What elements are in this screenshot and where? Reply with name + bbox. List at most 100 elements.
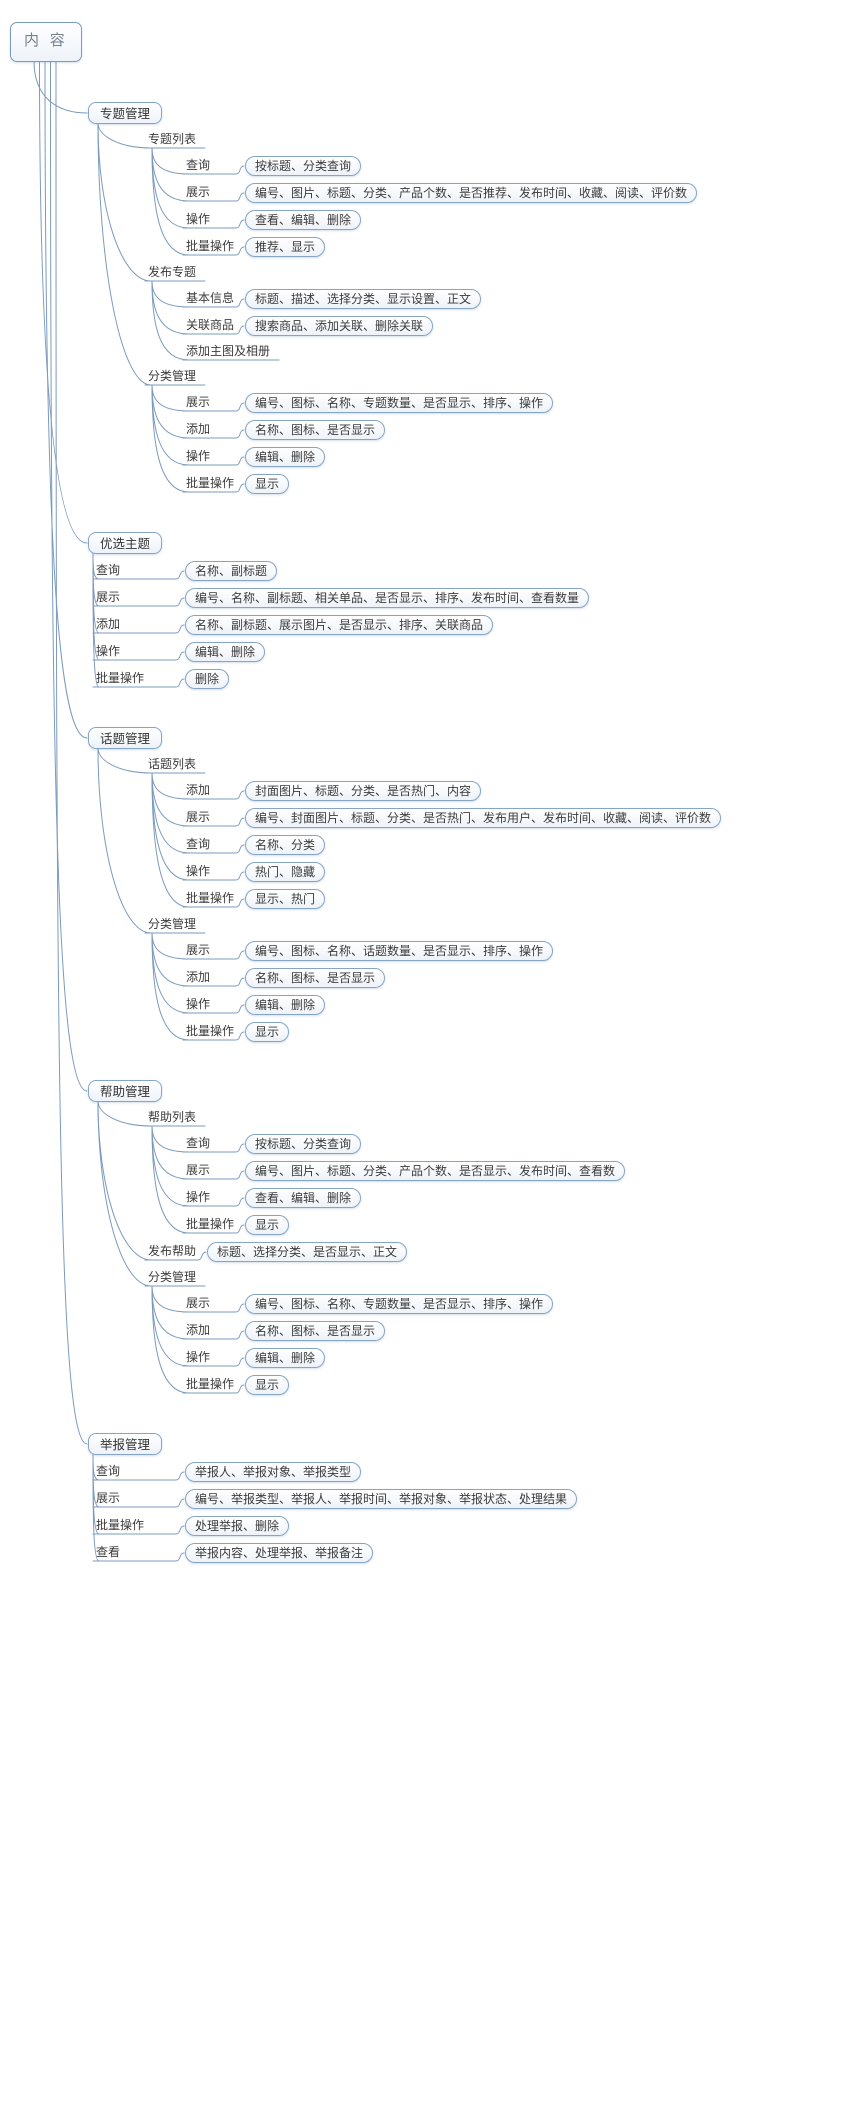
action-topic[interactable]: 展示 [186,1163,211,1177]
action-topic[interactable]: 添加主图及相册 [186,344,271,358]
detail-box[interactable]: 名称、图标、是否显示 [245,968,386,988]
detail-box[interactable]: 标题、描述、选择分类、显示设置、正文 [245,289,482,309]
action-topic[interactable]: 添加 [96,617,121,631]
detail-box[interactable]: 名称、图标、是否显示 [245,420,386,440]
branch-topic[interactable]: 话题管理 [88,727,163,749]
detail-box[interactable]: 编号、名称、副标题、相关单品、是否显示、排序、发布时间、查看数量 [185,588,590,608]
action-topic[interactable]: 批量操作 [186,1377,235,1391]
detail-box[interactable]: 显示 [245,474,290,494]
branch-topic[interactable]: 优选主题 [88,532,163,554]
section-topic[interactable]: 话题列表 [148,757,197,771]
action-topic[interactable]: 展示 [96,590,121,604]
detail-box[interactable]: 查看、编辑、删除 [245,1188,362,1208]
brace-connector [235,977,245,987]
section-topic[interactable]: 分类管理 [148,917,197,931]
action-topic[interactable]: 关联商品 [186,318,235,332]
brace-connector [235,898,245,908]
action-topic[interactable]: 批量操作 [186,1024,235,1038]
action-topic[interactable]: 批量操作 [186,1217,235,1231]
root-topic[interactable]: 内 容 [10,22,82,62]
section-topic[interactable]: 分类管理 [148,1270,197,1284]
action-topic[interactable]: 查询 [186,158,211,172]
detail-box[interactable]: 显示 [245,1022,290,1042]
detail-box[interactable]: 处理举报、删除 [185,1516,290,1536]
detail-box[interactable]: 名称、图标、是否显示 [245,1321,386,1341]
detail-box[interactable]: 编辑、删除 [185,642,266,662]
detail-box[interactable]: 热门、隐藏 [245,862,326,882]
detail-box[interactable]: 按标题、分类查询 [245,1134,362,1154]
section-topic[interactable]: 发布专题 [148,265,197,279]
brace-connector [235,429,245,439]
detail-box[interactable]: 编号、图标、名称、话题数量、是否显示、排序、操作 [245,941,554,961]
action-topic[interactable]: 批量操作 [186,239,235,253]
detail-box[interactable]: 编号、图片、标题、分类、产品个数、是否推荐、发布时间、收藏、阅读、评价数 [245,183,698,203]
detail-box[interactable]: 查看、编辑、删除 [245,210,362,230]
action-topic[interactable]: 展示 [186,810,211,824]
action-topic[interactable]: 操作 [186,997,211,1011]
detail-box[interactable]: 搜索商品、添加关联、删除关联 [245,316,434,336]
action-topic[interactable]: 查询 [96,563,121,577]
detail-box[interactable]: 名称、分类 [245,835,326,855]
detail-box[interactable]: 标题、选择分类、是否显示、正文 [207,1242,408,1262]
action-topic[interactable]: 添加 [186,783,211,797]
detail-box[interactable]: 编号、图标、名称、专题数量、是否显示、排序、操作 [245,393,554,413]
action-topic[interactable]: 查询 [186,837,211,851]
action-topic[interactable]: 操作 [186,449,211,463]
detail-box[interactable]: 编辑、删除 [245,1348,326,1368]
action-topic[interactable]: 添加 [186,1323,211,1337]
detail-box[interactable]: 举报人、举报对象、举报类型 [185,1462,362,1482]
action-topic[interactable]: 添加 [186,970,211,984]
detail-box[interactable]: 编号、图标、名称、专题数量、是否显示、排序、操作 [245,1294,554,1314]
brace-connector [235,325,245,335]
action-topic[interactable]: 展示 [186,943,211,957]
action-topic[interactable]: 展示 [186,185,211,199]
brace-connector [235,1170,245,1180]
action-topic[interactable]: 展示 [96,1491,121,1505]
branch-connector [39,60,88,544]
branch-topic[interactable]: 专题管理 [88,102,163,124]
detail-box[interactable]: 封面图片、标题、分类、是否热门、内容 [245,781,482,801]
branch-connector [44,60,88,739]
brace-connector [235,817,245,827]
detail-box[interactable]: 显示 [245,1375,290,1395]
action-topic[interactable]: 操作 [186,864,211,878]
action-topic[interactable]: 展示 [186,1296,211,1310]
action-topic[interactable]: 批量操作 [186,476,235,490]
action-topic[interactable]: 批量操作 [186,891,235,905]
action-topic[interactable]: 展示 [186,395,211,409]
branch-connector [151,1125,190,1234]
section-topic[interactable]: 专题列表 [148,132,197,146]
action-topic[interactable]: 发布帮助 [148,1244,197,1258]
action-topic[interactable]: 操作 [186,1190,211,1204]
section-topic[interactable]: 帮助列表 [148,1110,197,1124]
branch-topic[interactable]: 帮助管理 [88,1080,163,1102]
detail-box[interactable]: 名称、副标题 [185,561,278,581]
detail-box[interactable]: 显示、热门 [245,889,326,909]
detail-box[interactable]: 举报内容、处理举报、举报备注 [185,1543,374,1563]
action-topic[interactable]: 添加 [186,422,211,436]
branch-connector [151,772,190,800]
detail-box[interactable]: 按标题、分类查询 [245,156,362,176]
detail-box[interactable]: 名称、副标题、展示图片、是否显示、排序、关联商品 [185,615,494,635]
action-topic[interactable]: 操作 [186,1350,211,1364]
detail-box[interactable]: 编号、举报类型、举报人、举报时间、举报对象、举报状态、处理结果 [185,1489,578,1509]
brace-connector [235,298,245,308]
detail-box[interactable]: 编辑、删除 [245,447,326,467]
action-topic[interactable]: 批量操作 [96,671,145,685]
action-topic[interactable]: 操作 [96,644,121,658]
detail-box[interactable]: 编辑、删除 [245,995,326,1015]
detail-box[interactable]: 推荐、显示 [245,237,326,257]
branch-connector [55,60,88,1445]
detail-box[interactable]: 编号、图片、标题、分类、产品个数、是否显示、发布时间、查看数 [245,1161,626,1181]
detail-box[interactable]: 删除 [185,669,230,689]
branch-topic[interactable]: 举报管理 [88,1433,163,1455]
action-topic[interactable]: 查询 [96,1464,121,1478]
action-topic[interactable]: 查看 [96,1545,121,1559]
action-topic[interactable]: 批量操作 [96,1518,145,1532]
detail-box[interactable]: 显示 [245,1215,290,1235]
section-topic[interactable]: 分类管理 [148,369,197,383]
detail-box[interactable]: 编号、封面图片、标题、分类、是否热门、发布用户、发布时间、收藏、阅读、评价数 [245,808,722,828]
action-topic[interactable]: 基本信息 [186,291,235,305]
action-topic[interactable]: 操作 [186,212,211,226]
action-topic[interactable]: 查询 [186,1136,211,1150]
